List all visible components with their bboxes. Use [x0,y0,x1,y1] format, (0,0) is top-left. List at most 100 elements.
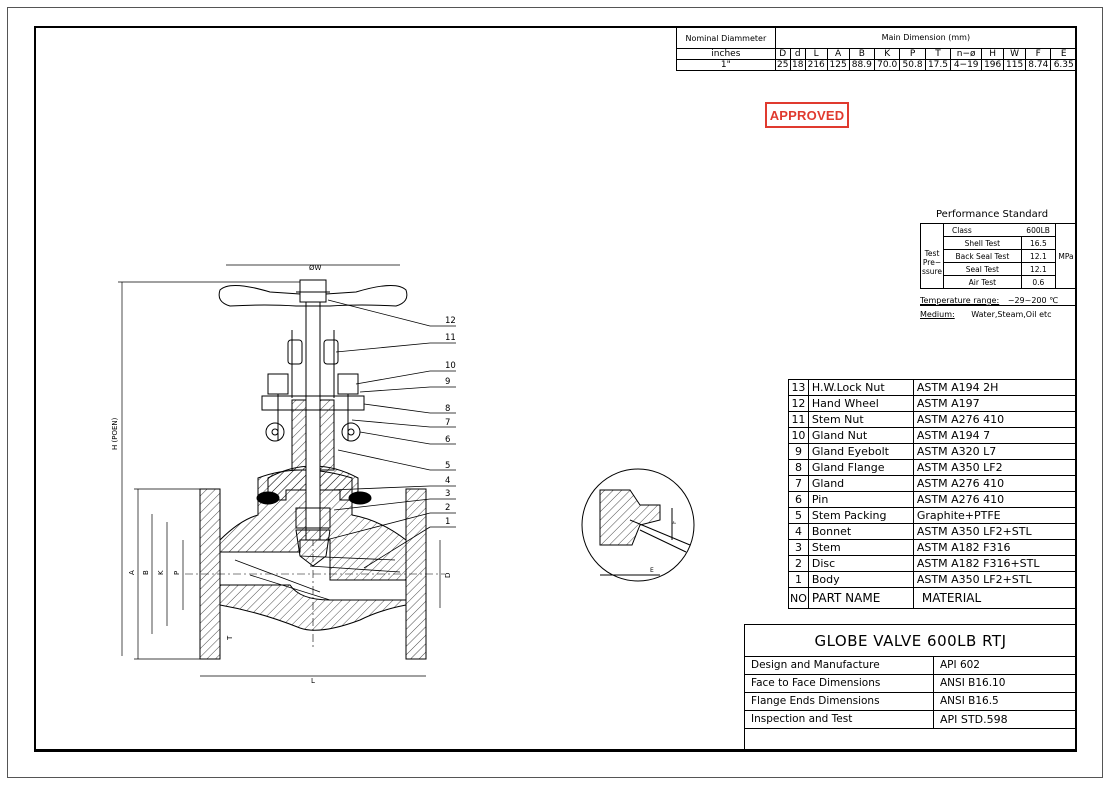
dim-header: L [804,48,828,60]
dimension-lines [118,264,441,677]
part-name: Pin [807,491,914,508]
dim-header: P [899,48,926,60]
dimension-header-row: inches D d L A B K P T n−ø H W F E [676,48,1077,60]
dimension-value-row: 1" 25 18 216 125 88.9 70.0 50.8 17.5 4−1… [676,59,1077,71]
part-no: 10 [788,427,809,444]
dim-label-K: K [157,570,165,575]
valve-bonnet [218,279,408,567]
medium-row: Medium: Water,Steam,Oil etc [920,310,1077,319]
dim-value: 1" [676,59,776,71]
dimension-labels: H (POEN) ØW A B K P D L T [111,264,452,685]
part-name: Stem Nut [807,411,914,428]
dim-header: T [924,48,952,60]
part-material: ASTM A350 LF2 [912,459,1078,476]
part-name: Bonnet [807,523,914,540]
callout-5: 5 [445,461,450,471]
part-material: ASTM A276 410 [912,491,1078,508]
title-block-value: API 602 [933,656,1077,675]
title-block-label: Design and Manufacture [744,656,934,675]
part-no: 3 [788,539,809,556]
detail-label-F: F [671,520,678,524]
dim-header: F [1025,48,1052,60]
part-name: Stem Packing [807,507,914,524]
dim-value: 18 [789,59,806,71]
part-no: 7 [788,475,809,492]
part-material: ASTM A194 2H [912,379,1078,396]
part-material: ASTM A182 F316 [912,539,1078,556]
part-no: 5 [788,507,809,524]
dim-header: K [873,48,901,60]
dim-value: 70.0 [873,59,901,71]
part-no: 9 [788,443,809,460]
dim-header: D [774,48,791,60]
class-value: 600LB [1021,223,1057,237]
ring-groove-detail [581,468,695,582]
dim-label-height: H (POEN) [111,417,119,450]
callout-7: 7 [445,418,450,428]
main-dimension-header: Main Dimension (mm) [774,27,1078,49]
callout-10: 10 [445,361,456,371]
dim-header: B [848,48,875,60]
test-value: 12.1 [1020,262,1057,276]
part-material: ASTM A182 F316+STL [912,555,1078,572]
dim-label-P: P [173,571,181,575]
dimension-table: Nominal Diammeter Main Dimension (mm) in… [676,27,1078,71]
dim-header: inches [676,48,776,60]
dim-header: n−ø [950,48,983,60]
dim-value: 88.9 [848,59,875,71]
dim-value: 115 [1003,59,1027,71]
medium-label: Medium: [920,310,955,319]
parts-header-name: PART NAME [807,587,914,609]
part-material: ASTM A194 7 [912,427,1078,444]
test-name: Air Test [943,275,1022,289]
part-name: Gland Eyebolt [807,443,914,460]
part-name: Gland [807,475,914,492]
part-no: 6 [788,491,809,508]
dim-header: A [826,48,850,60]
test-value: 16.5 [1020,236,1057,250]
callout-8: 8 [445,404,450,414]
dim-label-T: T [226,635,234,641]
dim-value: 17.5 [924,59,952,71]
title-block-label: Flange Ends Dimensions [744,692,934,711]
test-pressure-label: Test Pre− ssure [920,236,944,289]
part-name: Body [807,571,914,588]
dim-label-wheel: ØW [309,264,322,272]
title-block-value: ANSI B16.10 [933,674,1077,693]
drawing-title: GLOBE VALVE 600LB RTJ [744,624,1077,657]
performance-title: Performance Standard [936,209,1049,220]
title-block-label: Face to Face Dimensions [744,674,934,693]
dim-header: W [1003,48,1027,60]
callout-12: 12 [445,316,456,326]
callout-numbers: 12 11 10 9 8 7 6 5 4 3 2 1 [445,316,456,527]
dim-label-B: B [142,570,150,575]
parts-header-material: MATERIAL [912,587,1078,609]
medium-value: Water,Steam,Oil etc [971,310,1052,319]
part-material: ASTM A276 410 [912,411,1078,428]
parts-header-no: NO [788,587,809,609]
dim-value: 125 [826,59,850,71]
part-name: Stem [807,539,914,556]
dim-label-A: A [128,570,136,575]
part-name: H.W.Lock Nut [807,379,914,396]
drawing-sheet [7,7,1103,778]
callout-1: 1 [445,517,450,527]
dim-value: 216 [804,59,828,71]
test-value: 0.6 [1020,275,1057,289]
dim-label-D: D [444,573,452,578]
detail-label-E: E [650,567,654,574]
